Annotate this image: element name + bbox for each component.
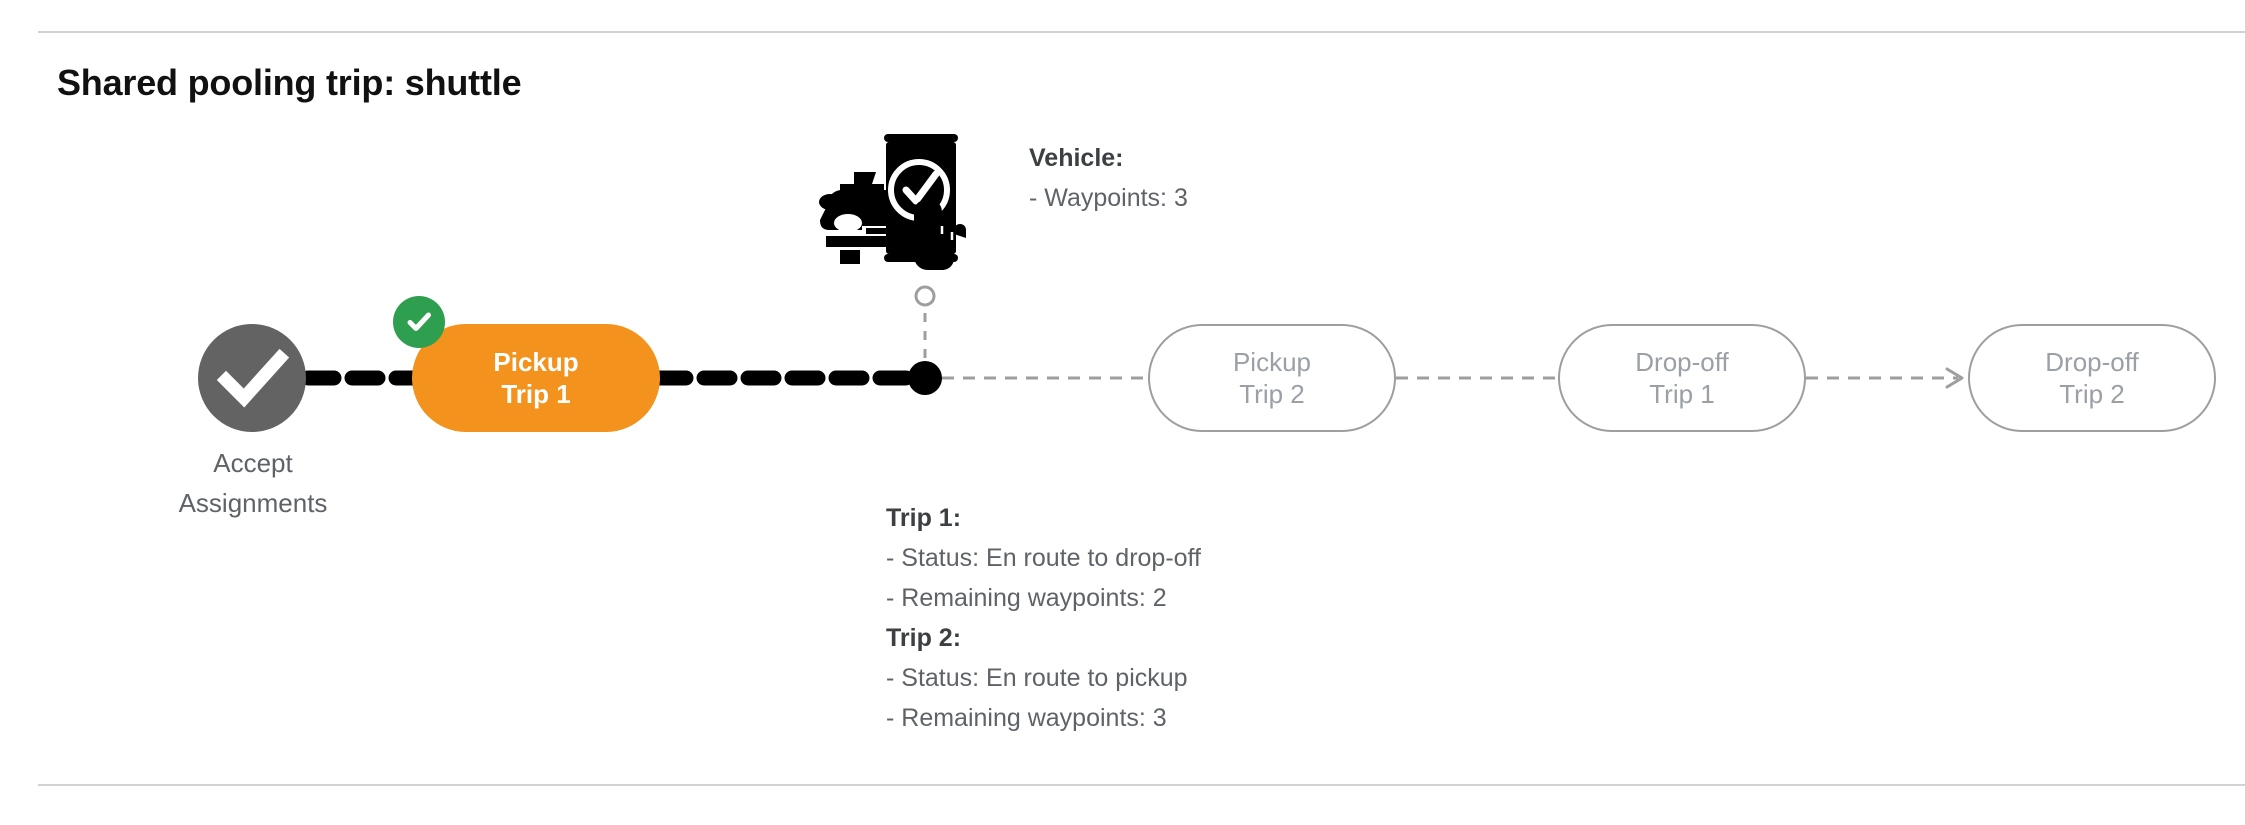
node-pickup-trip-2-line2: Trip 2	[1239, 379, 1305, 409]
trip1-waypoints: - Remaining waypoints: 2	[886, 584, 1167, 612]
node-dropoff-trip-2-line1: Drop-off	[2045, 347, 2139, 377]
vehicle-position-dot	[908, 361, 942, 395]
node-pickup-trip-1[interactable]: Pickup Trip 1	[412, 324, 660, 432]
trip1-heading-row: Trip 1:	[886, 498, 1201, 538]
trip1-heading-colon: :	[952, 504, 962, 532]
node-pickup-trip-2-line1: Pickup	[1232, 347, 1312, 377]
node-dropoff-trip-1-line1: Drop-off	[1635, 347, 1729, 377]
path-dropoff1-to-dropoff2	[1806, 367, 1964, 389]
trip-info-block: Trip 1: - Status: En route to drop-off -…	[886, 498, 1201, 738]
trip2-heading-row: Trip 2:	[886, 618, 1201, 658]
vehicle-info-heading: Vehicle	[1029, 144, 1116, 172]
vehicle-app-icon	[819, 134, 966, 270]
check-icon	[407, 312, 431, 331]
vehicle-info-heading-colon: :	[1115, 144, 1124, 172]
node-pickup-trip-2[interactable]: Pickup Trip 2	[1148, 324, 1396, 432]
trip1-status: - Status: En route to drop-off	[886, 544, 1201, 572]
vehicle-marker-handle	[914, 285, 936, 307]
trip2-status: - Status: En route to pickup	[886, 664, 1188, 692]
vehicle-info-heading-row: Vehicle:	[1029, 138, 1188, 178]
node-dropoff-trip-2-line2: Trip 2	[2059, 379, 2125, 409]
trip2-waypoints: - Remaining waypoints: 3	[886, 704, 1167, 732]
divider-bottom	[38, 784, 2245, 786]
check-badge-icon	[393, 296, 445, 348]
node-pickup-trip-1-line1: Pickup	[493, 347, 579, 377]
page-title: Shared pooling trip: shuttle	[57, 62, 522, 103]
trip2-heading-colon: :	[952, 624, 962, 652]
trip2-heading: Trip 2	[886, 624, 953, 652]
check-circle-icon	[216, 348, 290, 408]
trip1-heading: Trip 1	[886, 504, 953, 532]
node-dropoff-trip-2[interactable]: Drop-off Trip 2	[1968, 324, 2216, 432]
node-dropoff-trip-1-line2: Trip 1	[1649, 379, 1715, 409]
node-pickup-trip-1-line2: Trip 1	[501, 379, 571, 409]
node-accept-assignments-label: Accept Assignments	[178, 448, 328, 518]
node-accept-assignments[interactable]	[198, 324, 306, 432]
divider-top	[38, 31, 2245, 33]
node-dropoff-trip-1[interactable]: Drop-off Trip 1	[1558, 324, 1806, 432]
vehicle-info-waypoints: - Waypoints: 3	[1029, 184, 1188, 212]
vehicle-info-block: Vehicle: - Waypoints: 3	[1029, 138, 1188, 218]
